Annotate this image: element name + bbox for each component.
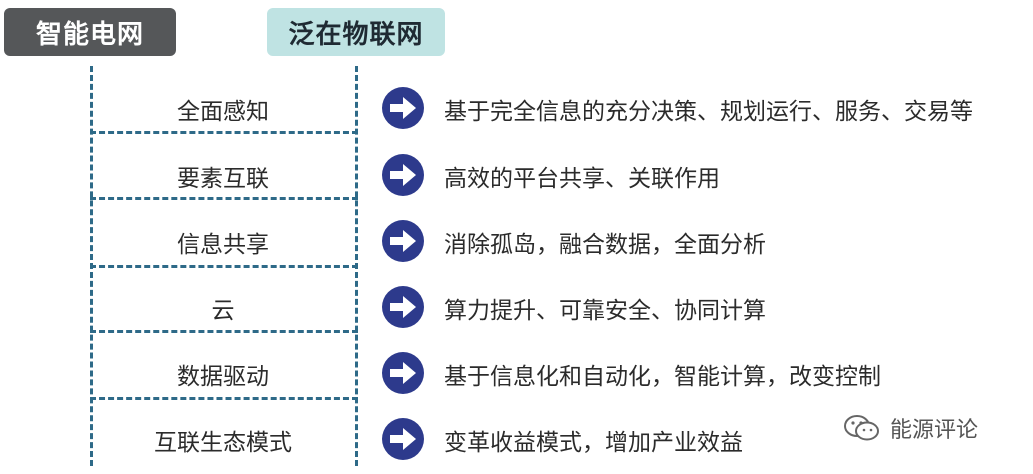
arrow-right-circle-icon: [382, 418, 424, 460]
row-divider: [90, 330, 358, 333]
row-label: 云: [211, 298, 235, 324]
row-divider: [90, 131, 358, 134]
smart-grid-header: 智能电网: [4, 8, 176, 56]
row-divider: [90, 397, 358, 400]
row-label: 数据驱动: [177, 364, 269, 390]
wechat-icon: [844, 415, 879, 441]
watermark-text: 能源评论: [890, 418, 979, 443]
row-divider: [90, 197, 358, 200]
row-label: 全面感知: [177, 99, 269, 125]
row-label: 信息共享: [177, 232, 269, 258]
arrow-right-circle-icon: [382, 87, 424, 129]
watermark: 能源评论: [842, 404, 978, 452]
row-description: 基于完全信息的充分决策、规划运行、服务、交易等: [444, 99, 973, 125]
arrow-right-circle-icon: [382, 220, 424, 262]
ubiquitous-iot-header: 泛在物联网: [267, 8, 445, 56]
row-label: 要素互联: [177, 166, 269, 192]
row-label: 互联生态模式: [154, 430, 292, 456]
row-description: 变革收益模式，增加产业效益: [444, 430, 743, 456]
arrow-right-circle-icon: [382, 286, 424, 328]
arrow-right-circle-icon: [382, 352, 424, 394]
row-description: 消除孤岛，融合数据，全面分析: [444, 232, 766, 258]
row-description: 基于信息化和自动化，智能计算，改变控制: [444, 364, 881, 390]
row-description: 高效的平台共享、关联作用: [444, 166, 720, 192]
arrow-right-circle-icon: [382, 154, 424, 196]
row-divider: [90, 265, 358, 268]
row-description: 算力提升、可靠安全、协同计算: [444, 298, 766, 324]
